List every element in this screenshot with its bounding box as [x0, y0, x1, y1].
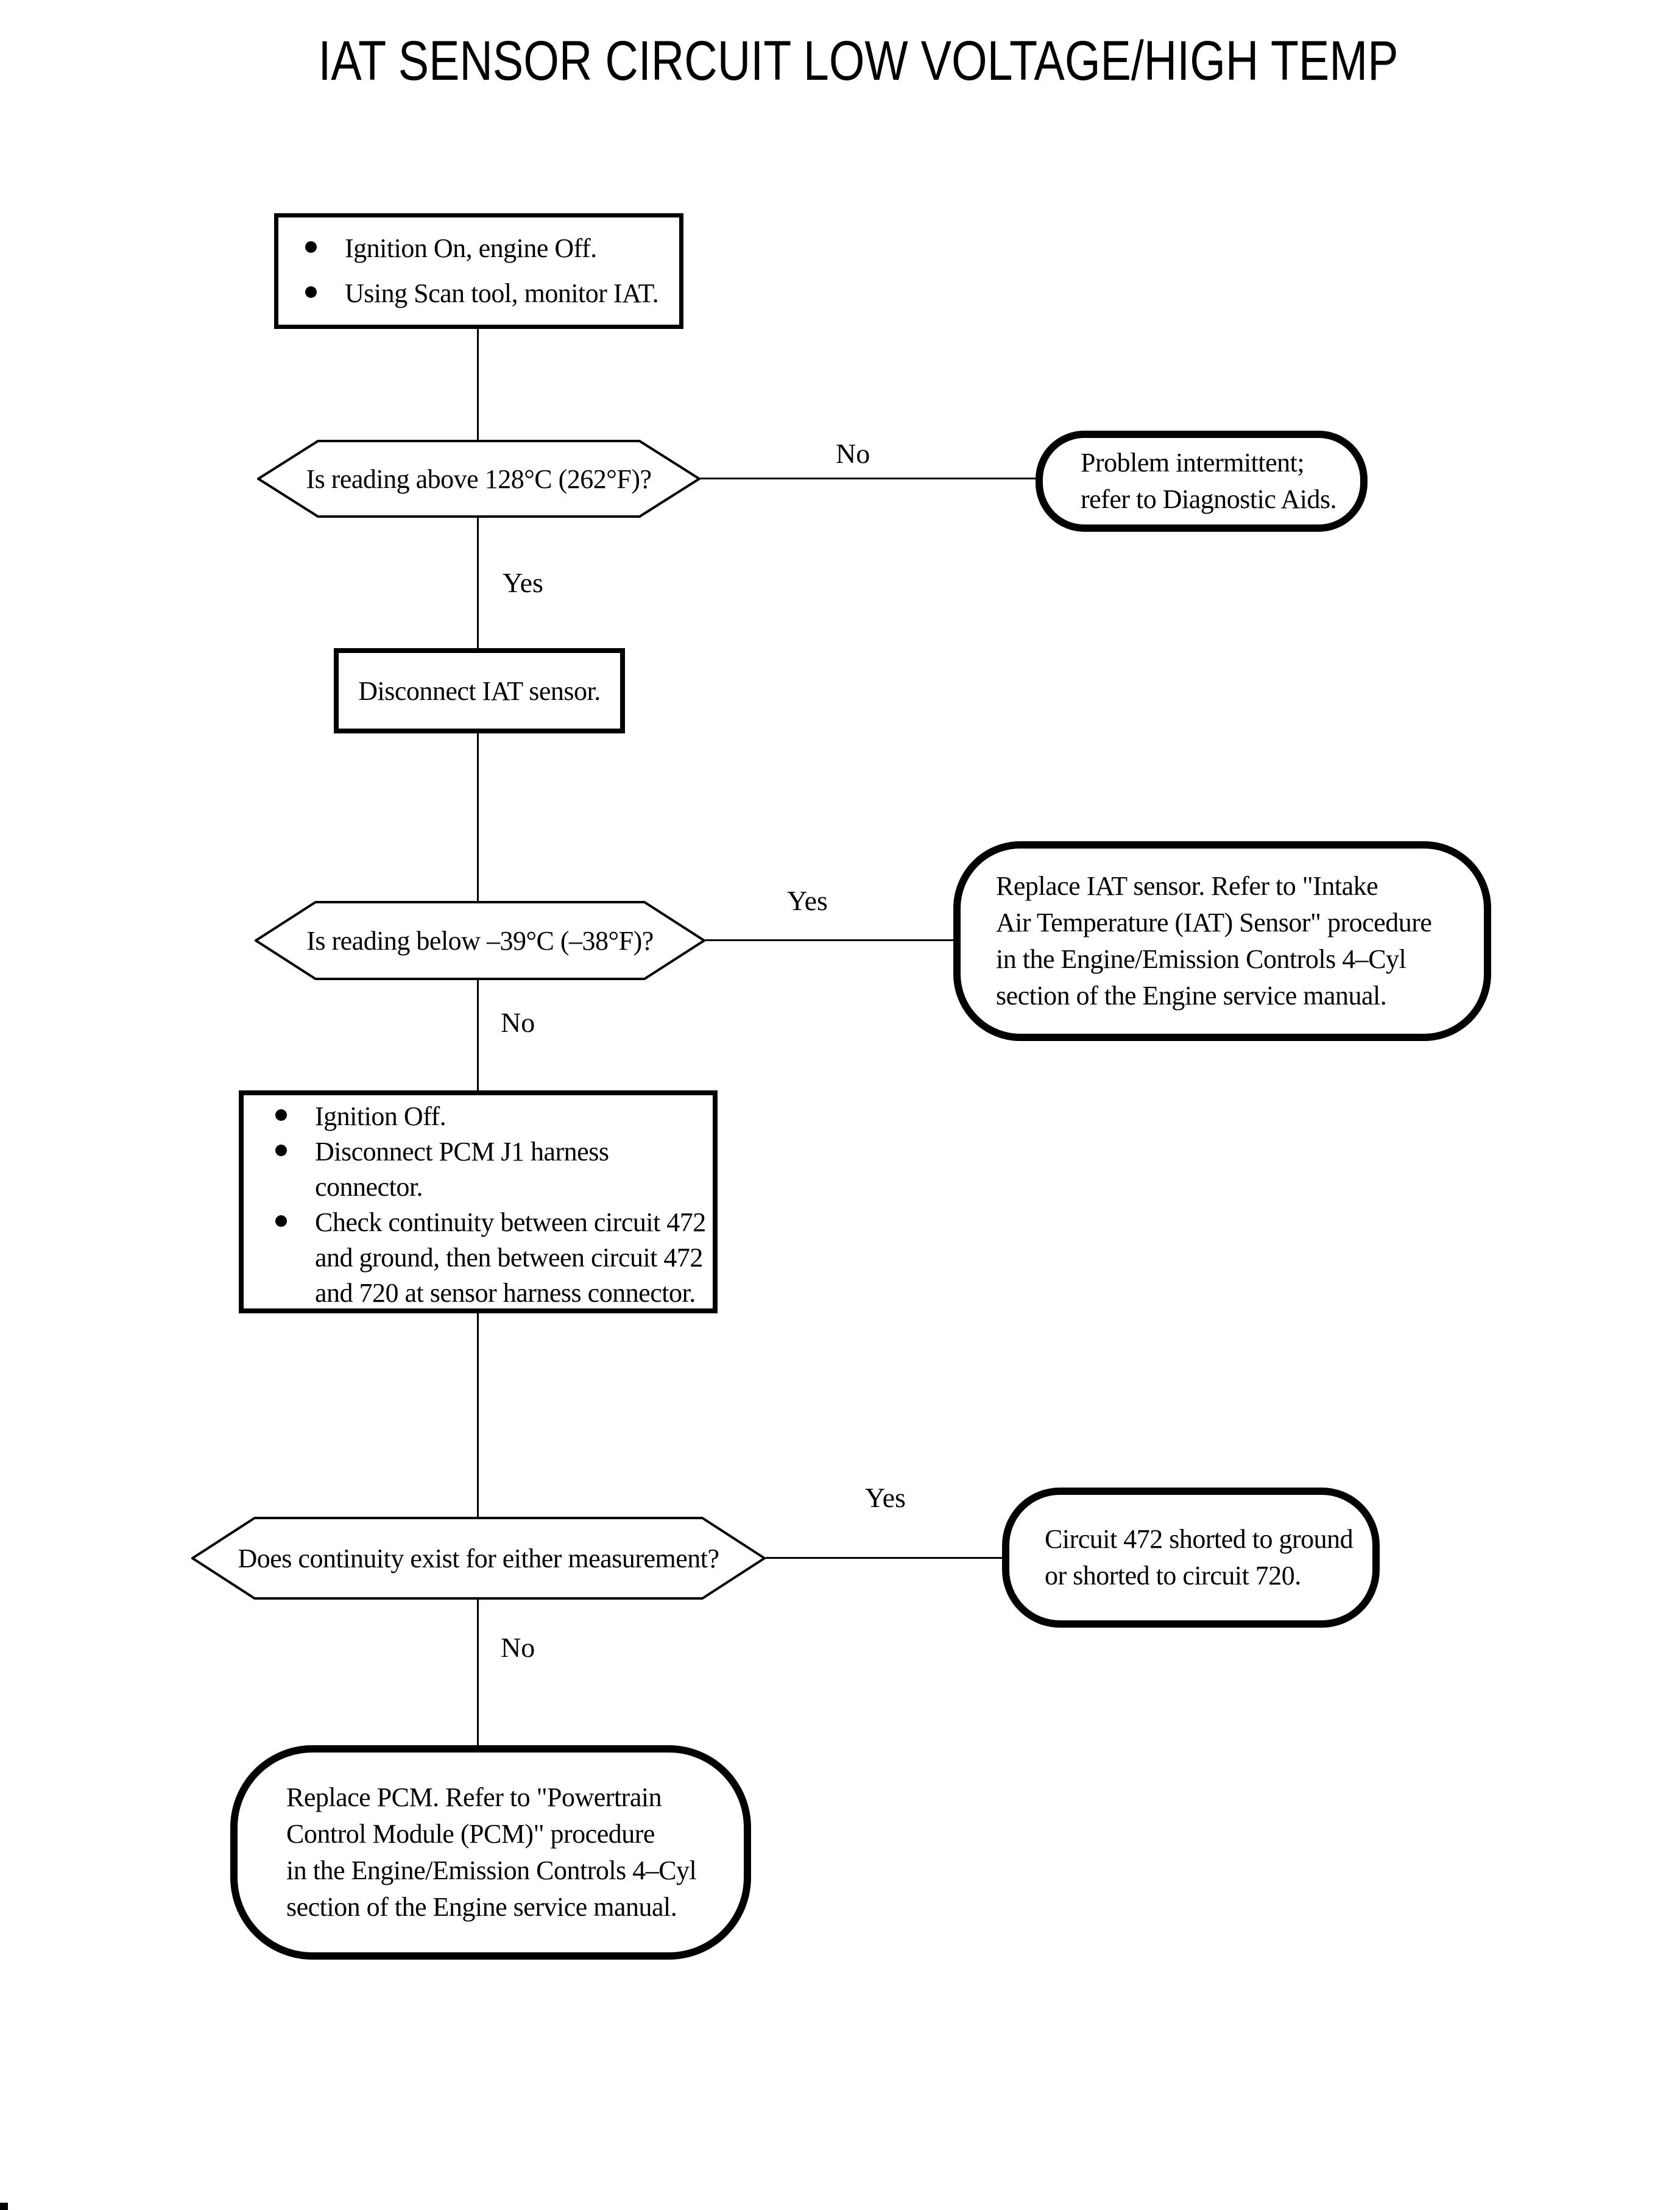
bullet-text: Using Scan tool, monitor IAT.: [345, 278, 659, 308]
edge-yes-2: [705, 939, 953, 941]
edge-yes-1: [477, 518, 479, 648]
node-terminal-circuit-shorted: Circuit 472 shorted to ground or shorted…: [1002, 1488, 1380, 1628]
decision-text: Is reading above 128°C (262°F)?: [306, 464, 652, 494]
hexagon-shape: [255, 901, 705, 980]
edge-label-no-2: No: [501, 1007, 535, 1038]
bullet-icon: [275, 1109, 287, 1121]
bullet-item: Ignition Off.: [275, 1099, 707, 1134]
node-decision-reading-below: Is reading below –39°C (–38°F)?: [255, 901, 705, 980]
decision-text: Is reading below –39°C (–38°F)?: [306, 925, 654, 956]
hexagon-shape: [191, 1517, 766, 1600]
scan-artifact: [0, 2203, 8, 2210]
node-start-process: Ignition On, engine Off. Using Scan tool…: [274, 213, 683, 329]
node-process-check-continuity: Ignition Off. Disconnect PCM J1 harness …: [239, 1090, 718, 1313]
terminal-text: Replace PCM. Refer to "Powertrain Contro…: [286, 1782, 697, 1922]
bullet-item: Disconnect PCM J1 harness connector.: [275, 1134, 707, 1205]
edge-label-yes-3: Yes: [865, 1482, 906, 1513]
edge-label-no-3: No: [501, 1632, 535, 1663]
hexagon-shape: [257, 440, 701, 518]
terminal-text: Problem intermittent; refer to Diagnosti…: [1081, 448, 1337, 514]
page-title: IAT SENSOR CIRCUIT LOW VOLTAGE/HIGH TEMP: [318, 30, 1399, 92]
edge-label-no-1: No: [836, 438, 870, 469]
edge-no-3: [477, 1600, 479, 1745]
node-terminal-replace-iat: Replace IAT sensor. Refer to "Intake Air…: [953, 841, 1491, 1041]
bullet-icon: [305, 241, 317, 253]
terminal-text: Replace IAT sensor. Refer to "Intake Air…: [996, 871, 1432, 1011]
edge-no-2: [477, 980, 479, 1090]
edge-process2-to-decision3: [477, 1313, 479, 1517]
edge-label-yes-1: Yes: [503, 567, 543, 598]
node-decision-continuity: Does continuity exist for either measure…: [191, 1517, 766, 1600]
bullet-item: Using Scan tool, monitor IAT.: [305, 276, 673, 311]
bullet-text: Ignition On, engine Off.: [345, 233, 597, 263]
node-terminal-problem-intermittent: Problem intermittent; refer to Diagnosti…: [1036, 431, 1368, 532]
edge-process1-to-decision2: [477, 733, 479, 901]
edge-label-yes-2: Yes: [787, 885, 828, 916]
node-terminal-replace-pcm: Replace PCM. Refer to "Powertrain Contro…: [230, 1745, 751, 1960]
bullet-item: Check continuity between circuit 472 and…: [275, 1205, 707, 1311]
bullet-icon: [275, 1215, 287, 1227]
bullet-text: Ignition Off.: [315, 1101, 446, 1131]
bullet-icon: [305, 286, 317, 298]
node-decision-reading-above: Is reading above 128°C (262°F)?: [257, 440, 701, 518]
bullet-item: Ignition On, engine Off.: [305, 231, 673, 266]
edge-no-1: [701, 478, 1036, 479]
bullet-icon: [275, 1145, 287, 1156]
process-text: Disconnect IAT sensor.: [358, 676, 601, 706]
decision-text: Does continuity exist for either measure…: [238, 1543, 719, 1573]
node-process-disconnect-iat: Disconnect IAT sensor.: [334, 648, 625, 733]
bullet-text: Disconnect PCM J1 harness connector.: [315, 1137, 609, 1202]
edge-yes-3: [766, 1557, 1002, 1559]
bullet-text: Check continuity between circuit 472 and…: [315, 1207, 706, 1308]
terminal-text: Circuit 472 shorted to ground or shorted…: [1045, 1524, 1354, 1590]
edge-start-to-decision1: [477, 329, 479, 440]
